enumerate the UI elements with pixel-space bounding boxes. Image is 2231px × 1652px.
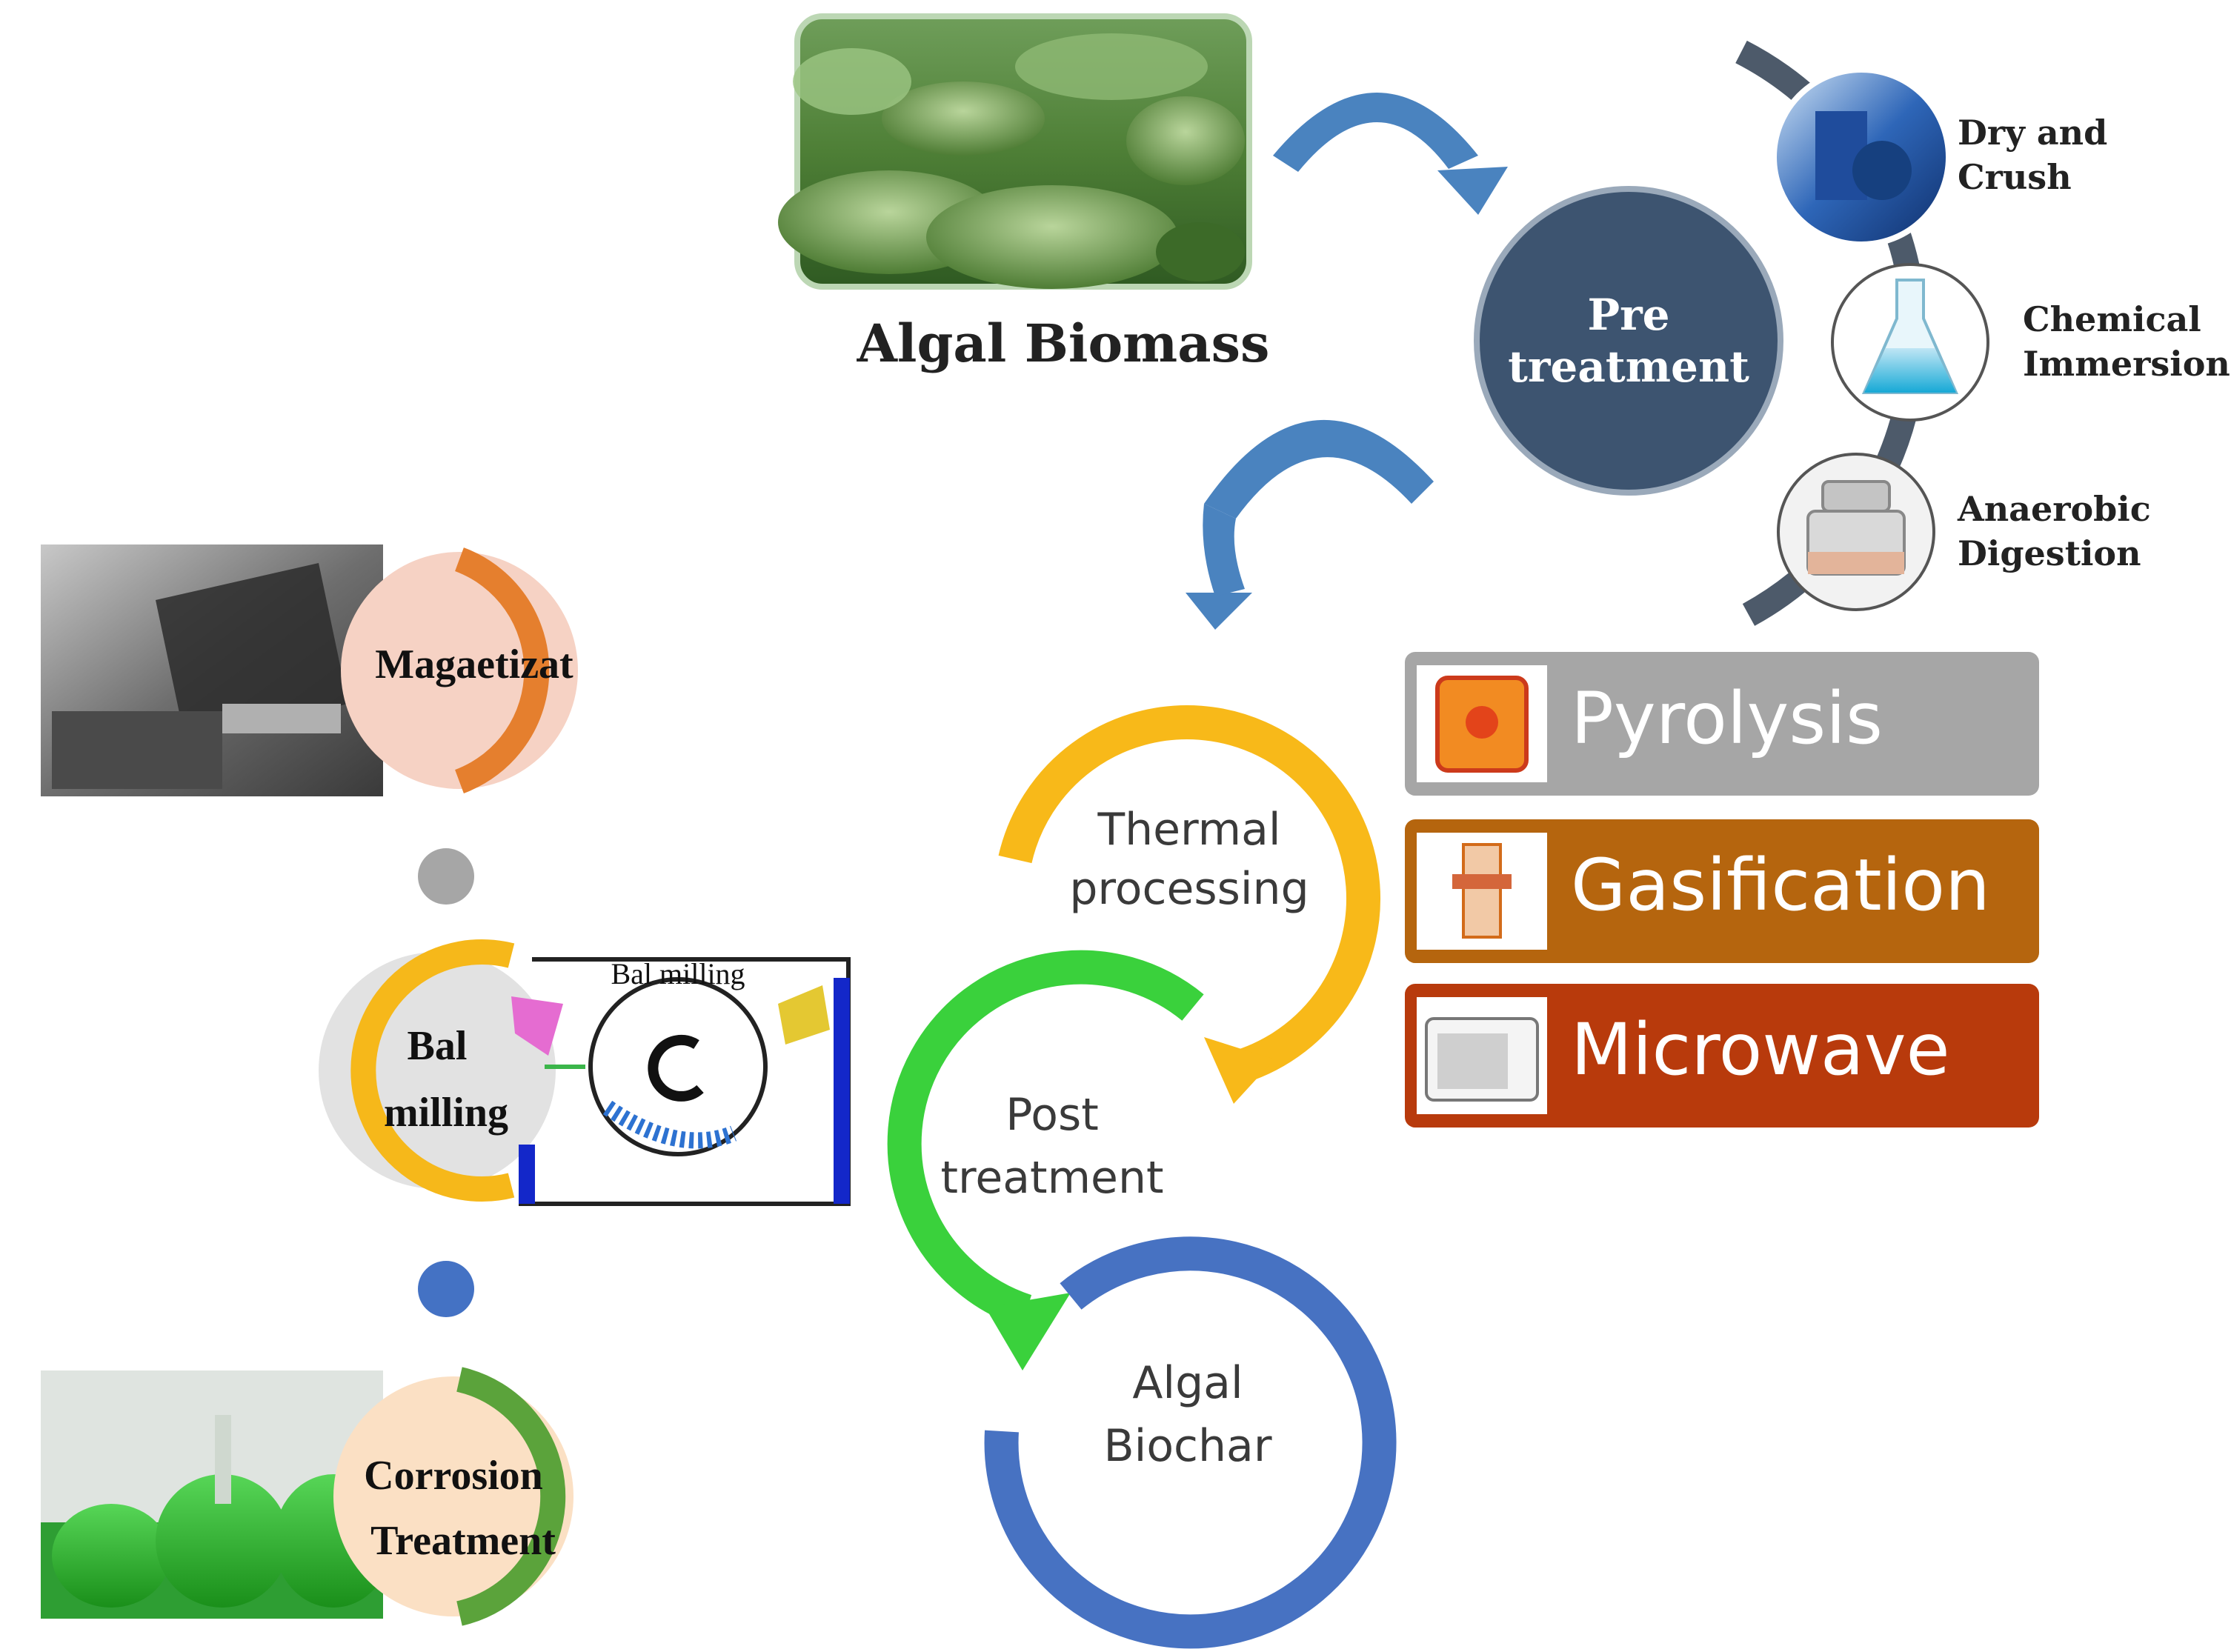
- anaerobic-digestion-photo: [1777, 453, 1935, 611]
- ball-milling-label-2: milling: [384, 1090, 508, 1136]
- connector-dot-gray: [418, 848, 474, 905]
- pretreatment-label-1: Pre: [1587, 290, 1669, 340]
- microwave-label: Microwave: [1571, 1008, 1950, 1091]
- corrosion-treatment-label-2: Treatment: [370, 1518, 556, 1564]
- chemical-immersion-label-2: Immersion: [2023, 344, 2230, 384]
- magnetization-label: Magaetizat: [375, 642, 573, 687]
- chemical-immersion-label-1: Chemical: [2023, 299, 2201, 339]
- algal-biochar-label-1: Algal: [1132, 1357, 1243, 1409]
- thermal-processing-ring: [998, 705, 1381, 1104]
- corrosion-treatment-label-1: Corrosion: [364, 1453, 543, 1499]
- ball-milling-node: Bal milling: [319, 939, 556, 1202]
- post-treatment-label-1: Post: [1005, 1089, 1099, 1141]
- gasification-label: Gasification: [1571, 844, 1990, 927]
- magnetization-node: Magaetizat: [341, 547, 578, 793]
- corrosion-treatment-node: Corrosion Treatment: [333, 1367, 573, 1626]
- gasification-box: Gasification: [1405, 819, 2039, 963]
- post-treatment-ring: [887, 950, 1204, 1370]
- microwave-box: Microwave: [1405, 984, 2039, 1128]
- anaerobic-digestion-label-1: Anaerobic: [1957, 489, 2151, 529]
- dry-crush-photo: [1771, 67, 1952, 247]
- ball-mill-schematic: Bal milling: [511, 957, 851, 1206]
- corrosion-treatment-photo: [41, 1370, 393, 1619]
- thermal-processing-label-1: Thermal: [1097, 804, 1280, 856]
- algal-biomass-label: Algal Biomass: [857, 313, 1270, 374]
- algal-biochar-label-2: Biochar: [1104, 1420, 1272, 1472]
- connector-dot-blue: [418, 1261, 474, 1317]
- dry-crush-label-1: Dry and: [1958, 113, 2107, 153]
- arrow-biomass-to-pretreatment: [1273, 93, 1508, 215]
- ball-mill-caption: Bal milling: [611, 957, 745, 990]
- pyrolysis-box: Pyrolysis: [1405, 652, 2039, 796]
- algal-biochar-ring: [984, 1236, 1397, 1649]
- post-treatment-label-2: treatment: [941, 1152, 1164, 1204]
- magnetization-photo: [41, 544, 383, 796]
- pyrolysis-label: Pyrolysis: [1571, 677, 1883, 760]
- dry-crush-label-2: Crush: [1958, 157, 2072, 197]
- pretreatment-label-2: treatment: [1508, 342, 1749, 392]
- thermal-processing-label-2: processing: [1069, 863, 1309, 915]
- ball-milling-label-1: Bal: [408, 1023, 468, 1069]
- chemical-immersion-photo: [1831, 263, 1989, 422]
- arrow-pretreatment-to-thermal: [1186, 419, 1434, 630]
- anaerobic-digestion-label-2: Digestion: [1958, 533, 2141, 573]
- algal-biomass-photo: [778, 13, 1252, 290]
